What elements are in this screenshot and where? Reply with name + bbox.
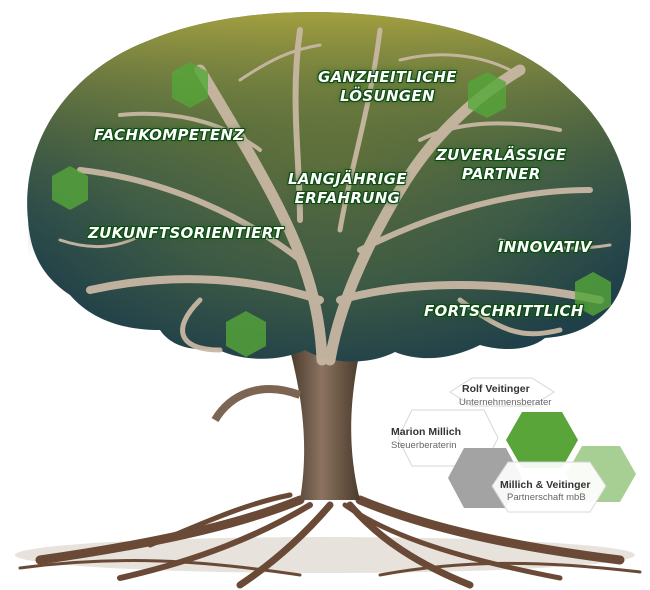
keyword-line: FORTSCHRITTLICH [424, 302, 584, 320]
marion-role: Steuerberaterin [391, 440, 457, 451]
hexagon-1 [172, 62, 208, 108]
rolf-name: Rolf Veitinger [462, 383, 530, 395]
hexagon-5 [226, 311, 266, 357]
keyword-fachkompetenz: FACHKOMPETENZ [94, 126, 244, 145]
keyword-line: ERFAHRUNG [294, 189, 401, 207]
firm-name: Millich & Veitinger [500, 479, 591, 491]
keyword-line: ZUVERLÄSSIGE [436, 146, 567, 164]
firm-role: Partnerschaft mbB [507, 492, 586, 503]
marion-name: Marion Millich [391, 426, 462, 438]
crown-hexagons [52, 62, 611, 357]
logo-hexagons [397, 377, 636, 513]
hexagon-3 [52, 166, 88, 210]
rolf-role: Unternehmensberater [459, 397, 552, 408]
keyword-ganzheitliche-loesungen: GANZHEITLICHE LÖSUNGEN [318, 68, 457, 106]
keyword-line: GANZHEITLICHE [318, 68, 457, 86]
hexagon-2 [468, 72, 506, 118]
keyword-langjaehrige-erfahrung: LANGJÄHRIGE ERFAHRUNG [288, 170, 407, 208]
keyword-zukunftsorientiert: ZUKUNFTSORIENTIERT [88, 224, 283, 243]
keyword-line: LANGJÄHRIGE [288, 170, 407, 188]
hexagon-4 [575, 272, 611, 316]
keyword-zuverlaessige-partner: ZUVERLÄSSIGE PARTNER [436, 146, 566, 184]
keyword-line: PARTNER [461, 165, 541, 183]
branches [58, 27, 612, 366]
keyword-line: INNOVATIV [498, 238, 592, 256]
keyword-line: LÖSUNGEN [339, 87, 435, 105]
keyword-innovativ: INNOVATIV [498, 238, 592, 257]
keyword-fortschrittlich: FORTSCHRITTLICH [424, 302, 584, 321]
keyword-line: FACHKOMPETENZ [94, 126, 245, 144]
keyword-line: ZUKUNFTSORIENTIERT [88, 224, 284, 242]
trunk [290, 350, 360, 500]
roots [15, 492, 642, 589]
